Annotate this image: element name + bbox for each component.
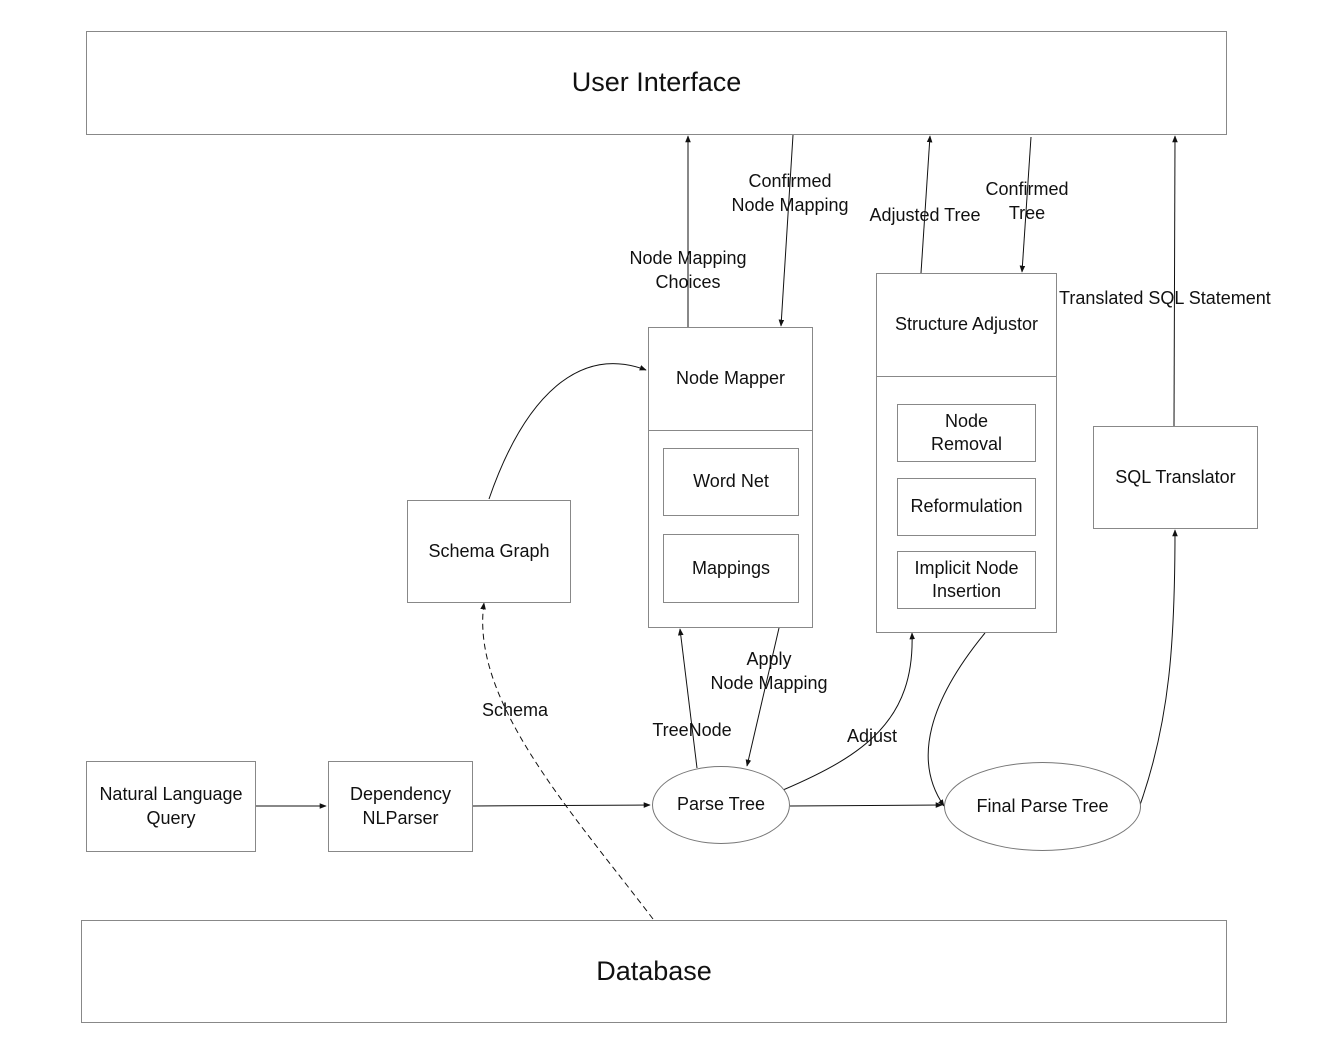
translated-sql-statement-text: Translated SQL Statement — [1059, 288, 1271, 308]
database-label: Database — [596, 955, 712, 986]
user-interface-box: User Interface — [86, 31, 1227, 135]
node-mapper-title: Node Mapper — [649, 328, 812, 430]
mappings-label: Mappings — [691, 557, 771, 578]
natural-language-query-line-1: Natural Language — [99, 784, 243, 805]
adjust-text: Adjust — [846, 726, 898, 746]
apply-node-mapping-line-1: Apply — [746, 649, 792, 669]
natural-language-query-line-2: Query — [146, 807, 196, 828]
edge-parse-tree-to-structure-adjustor — [782, 632, 916, 791]
edge-structure-adjustor-to-ui — [920, 135, 933, 274]
structure-adjustor-divider — [877, 376, 1056, 377]
label-confirmed-tree: Confirmed Tree — [985, 177, 1068, 225]
word-net-label: Word Net — [693, 471, 769, 492]
label-node-mapping-choices: Node Mapping Choices — [629, 246, 746, 294]
confirmed-tree-line-2: Tree — [1008, 203, 1046, 223]
edge-schema-graph-to-node-mapper — [488, 363, 647, 500]
structure-adjustor-title: Structure Adjustor — [877, 274, 1056, 376]
label-adjust: Adjust — [847, 724, 897, 748]
adjusted-tree-text: Adjusted Tree — [869, 205, 981, 225]
implicit-node-insertion-line-2: Insertion — [931, 581, 1002, 601]
sql-translator-label: SQL Translator — [1115, 466, 1236, 487]
natural-language-query-box: Natural Language Query — [86, 761, 256, 852]
node-mapper-divider — [649, 430, 812, 431]
node-mapping-choices-line-2: Choices — [655, 272, 721, 292]
implicit-node-insertion-box: Implicit Node Insertion — [897, 551, 1036, 609]
word-net-box: Word Net — [663, 448, 799, 516]
user-interface-label: User Interface — [571, 67, 742, 98]
label-apply-node-mapping: Apply Node Mapping — [710, 647, 827, 695]
parse-tree-ellipse: Parse Tree — [652, 766, 790, 844]
label-adjusted-tree: Adjusted Tree — [869, 203, 980, 227]
node-removal-line-1: Node — [944, 410, 989, 431]
confirmed-node-mapping-line-1: Confirmed — [748, 171, 832, 191]
apply-node-mapping-line-2: Node Mapping — [710, 673, 828, 693]
label-schema: Schema — [482, 698, 548, 722]
label-translated-sql-statement: Translated SQL Statement — [1059, 286, 1271, 310]
structure-adjustor-box: Structure Adjustor Node Removal Reformul… — [876, 273, 1057, 633]
edge-parse-tree-to-node-mapper — [677, 628, 698, 769]
label-tree-node: TreeNode — [652, 718, 731, 742]
edge-database-to-schema-graph — [480, 602, 654, 920]
label-confirmed-node-mapping: Confirmed Node Mapping — [731, 169, 848, 217]
structure-adjustor-title-label: Structure Adjustor — [894, 314, 1039, 335]
node-mapper-title-label: Node Mapper — [675, 368, 786, 389]
edge-sql-translator-to-ui — [1172, 135, 1178, 427]
mappings-box: Mappings — [663, 534, 799, 603]
tree-node-text: TreeNode — [652, 720, 732, 740]
final-parse-tree-ellipse: Final Parse Tree — [944, 762, 1141, 851]
parse-tree-label: Parse Tree — [676, 794, 766, 815]
edge-final-parse-tree-to-sql-translator — [1139, 529, 1178, 806]
edge-ui-to-node-mapper — [778, 134, 794, 327]
edge-parse-tree-to-final-parse-tree — [789, 802, 943, 808]
schema-graph-box: Schema Graph — [407, 500, 571, 603]
database-box: Database — [81, 920, 1227, 1023]
dependency-parser-line-2: NLParser — [362, 807, 439, 828]
node-mapping-choices-line-1: Node Mapping — [629, 248, 747, 268]
edge-structure-adjustor-to-final-parse-tree — [927, 632, 986, 807]
schema-graph-label: Schema Graph — [428, 540, 550, 561]
reformulation-label: Reformulation — [910, 496, 1023, 517]
schema-text: Schema — [481, 700, 549, 720]
edge-dependency-parser-to-parse-tree — [472, 802, 651, 808]
final-parse-tree-label: Final Parse Tree — [976, 795, 1109, 816]
node-removal-line-2: Removal — [930, 434, 1003, 454]
node-removal-box: Node Removal — [897, 404, 1036, 462]
reformulation-box: Reformulation — [897, 478, 1036, 536]
dependency-parser-line-1: Dependency — [349, 784, 452, 805]
node-mapper-box: Node Mapper Word Net Mappings — [648, 327, 813, 628]
sql-translator-box: SQL Translator — [1093, 426, 1258, 529]
confirmed-node-mapping-line-2: Node Mapping — [731, 195, 849, 215]
dependency-parser-box: Dependency NLParser — [328, 761, 473, 852]
confirmed-tree-line-1: Confirmed — [985, 179, 1069, 199]
edge-node-mapper-to-parse-tree — [745, 627, 780, 767]
implicit-node-insertion-line-1: Implicit Node — [914, 557, 1019, 578]
edge-ui-to-structure-adjustor — [1019, 136, 1032, 273]
